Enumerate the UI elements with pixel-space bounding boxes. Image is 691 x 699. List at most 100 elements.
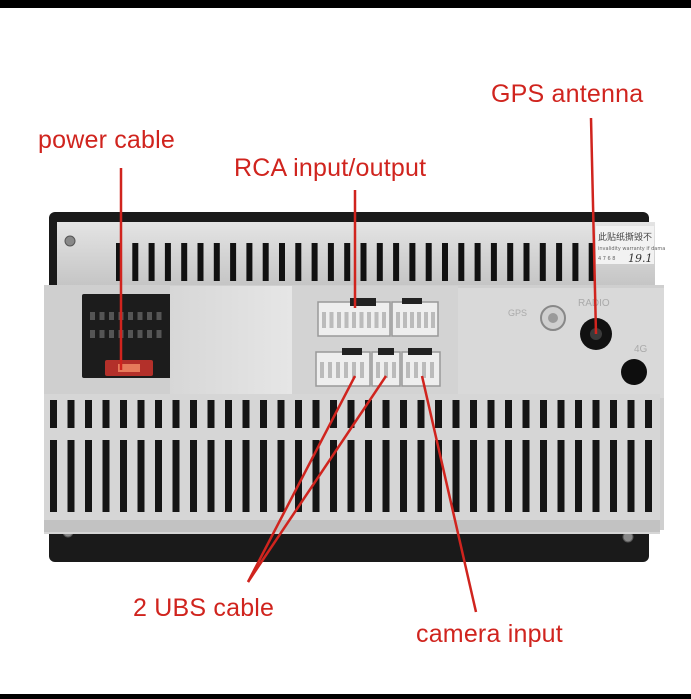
bottom-vent-slot-upper xyxy=(277,400,285,428)
bottom-rail xyxy=(44,520,660,532)
gps-leader xyxy=(589,117,598,335)
bottom-vent-slot-upper xyxy=(557,400,565,428)
bottom-vent-slot-lower xyxy=(312,440,320,512)
top-vent-slot xyxy=(409,243,416,281)
bottom-vent-slot-upper xyxy=(67,400,75,428)
top-vent-slot xyxy=(376,243,383,281)
power-pin xyxy=(156,330,162,338)
gps-port-mark: GPS xyxy=(508,308,527,318)
top-vent-slot xyxy=(556,243,563,281)
rca-pin xyxy=(417,312,421,328)
top-border xyxy=(0,0,691,8)
bottom-vent-slot-upper xyxy=(575,400,582,428)
bottom-vent-slot-lower xyxy=(50,440,57,512)
bottom-vent-slot-upper xyxy=(295,400,302,428)
bottom-vent-slot-lower xyxy=(627,440,635,512)
bottom-vent-slot-lower xyxy=(330,440,337,512)
usb-pin xyxy=(336,362,340,378)
fourg-port xyxy=(621,359,647,385)
bottom-vent-slot-lower xyxy=(120,440,127,512)
bottom-vent-slot-lower xyxy=(557,440,565,512)
bottom-vent-slot-upper xyxy=(487,400,495,428)
top-vent-slot xyxy=(148,243,155,281)
bottom-vent-slot-lower xyxy=(260,440,267,512)
top-vent-slot xyxy=(458,243,465,281)
bottom-vent-slot-upper xyxy=(225,400,232,428)
usb-pin xyxy=(328,362,332,378)
power-pin xyxy=(109,312,114,320)
bottom-vent-slot-lower xyxy=(190,440,197,512)
bottom-vent-slot-lower xyxy=(505,440,512,512)
bottom-vent-slot-upper xyxy=(505,400,512,428)
bottom-vent-slot-lower xyxy=(645,440,652,512)
usb-pin xyxy=(384,362,388,378)
camera-pin xyxy=(422,362,426,378)
bottom-vent-slot-upper xyxy=(207,400,215,428)
bottom-vent-slot-lower xyxy=(575,440,582,512)
usb-cable-label: 2 UBS cable xyxy=(133,594,275,622)
top-vent-slot xyxy=(523,243,530,281)
bottom-vent-slot-upper xyxy=(610,400,617,428)
bottom-vent-slot-lower xyxy=(295,440,302,512)
rca-pin xyxy=(344,312,349,328)
bottom-vent-slot-upper xyxy=(627,400,635,428)
bottom-vent-slot-upper xyxy=(85,400,92,428)
connector-panel xyxy=(170,286,292,398)
top-vent-slot xyxy=(490,243,497,281)
warranty-sticker: 此贴纸撕毁不 invalidity warranty if dama 4 7 6… xyxy=(596,226,665,265)
rca-pin xyxy=(396,312,400,328)
bottom-vent-slot-upper xyxy=(522,400,530,428)
power-pin xyxy=(137,330,143,338)
bottom-vent-slot-lower xyxy=(470,440,477,512)
camera-pin xyxy=(430,362,434,378)
bottom-vent-slot-lower xyxy=(85,440,92,512)
bottom-vent-slot-lower xyxy=(207,440,215,512)
power-pin xyxy=(147,312,152,320)
bottom-vent-slot-upper xyxy=(172,400,180,428)
bottom-vent-slot-lower xyxy=(242,440,250,512)
power-pin xyxy=(109,330,114,338)
bottom-vent-slot-upper xyxy=(120,400,127,428)
camera-pin xyxy=(414,362,418,378)
bottom-vent-slot-upper xyxy=(330,400,337,428)
sticker-handwritten: 19.1 xyxy=(628,252,653,265)
rca-pin xyxy=(382,312,386,328)
bottom-vent-slot-lower xyxy=(347,440,355,512)
camera-input-label: camera input xyxy=(416,620,563,648)
bottom-vent-slot-upper xyxy=(400,400,407,428)
top-vent-slot xyxy=(164,243,171,281)
bottom-vent-slot-lower xyxy=(522,440,530,512)
bottom-vent-slot-lower xyxy=(137,440,145,512)
usb-leader-1 xyxy=(246,375,357,583)
top-vent-slot xyxy=(360,243,367,281)
top-vent-slot xyxy=(279,243,285,281)
top-vent-slot xyxy=(572,243,579,281)
bottom-vent-slot-lower xyxy=(365,440,372,512)
usb-pin xyxy=(320,362,324,378)
fuse-window xyxy=(118,364,140,372)
top-vent-slot xyxy=(116,243,122,281)
bottom-vent-slot-upper xyxy=(645,400,652,428)
bottom-vent-slot-upper xyxy=(260,400,267,428)
top-vent-slot xyxy=(213,243,220,281)
bottom-vent-slot-upper xyxy=(155,400,162,428)
top-vent-slot xyxy=(425,243,432,281)
top-vent-slot xyxy=(474,243,481,281)
bottom-vent-slot-lower xyxy=(67,440,75,512)
annotation-lines xyxy=(119,117,598,613)
bottom-vent-slot-upper xyxy=(102,400,110,428)
camera-leader xyxy=(420,375,478,613)
top-vent-slot xyxy=(393,243,400,281)
bottom-vent-slot-upper xyxy=(242,400,250,428)
bottom-vent-slot-lower xyxy=(382,440,390,512)
rca-connector-pins xyxy=(322,312,435,328)
bottom-vent-slot-upper xyxy=(435,400,442,428)
rca-pin xyxy=(403,312,407,328)
power-pin xyxy=(128,312,133,320)
power-pin xyxy=(156,312,162,320)
rca-pin xyxy=(431,312,435,328)
sticker-text-cn: 此贴纸撕毁不 xyxy=(598,231,652,243)
sticker-text-en: invalidity warranty if dama xyxy=(598,246,665,252)
screw-top-left xyxy=(64,235,76,247)
